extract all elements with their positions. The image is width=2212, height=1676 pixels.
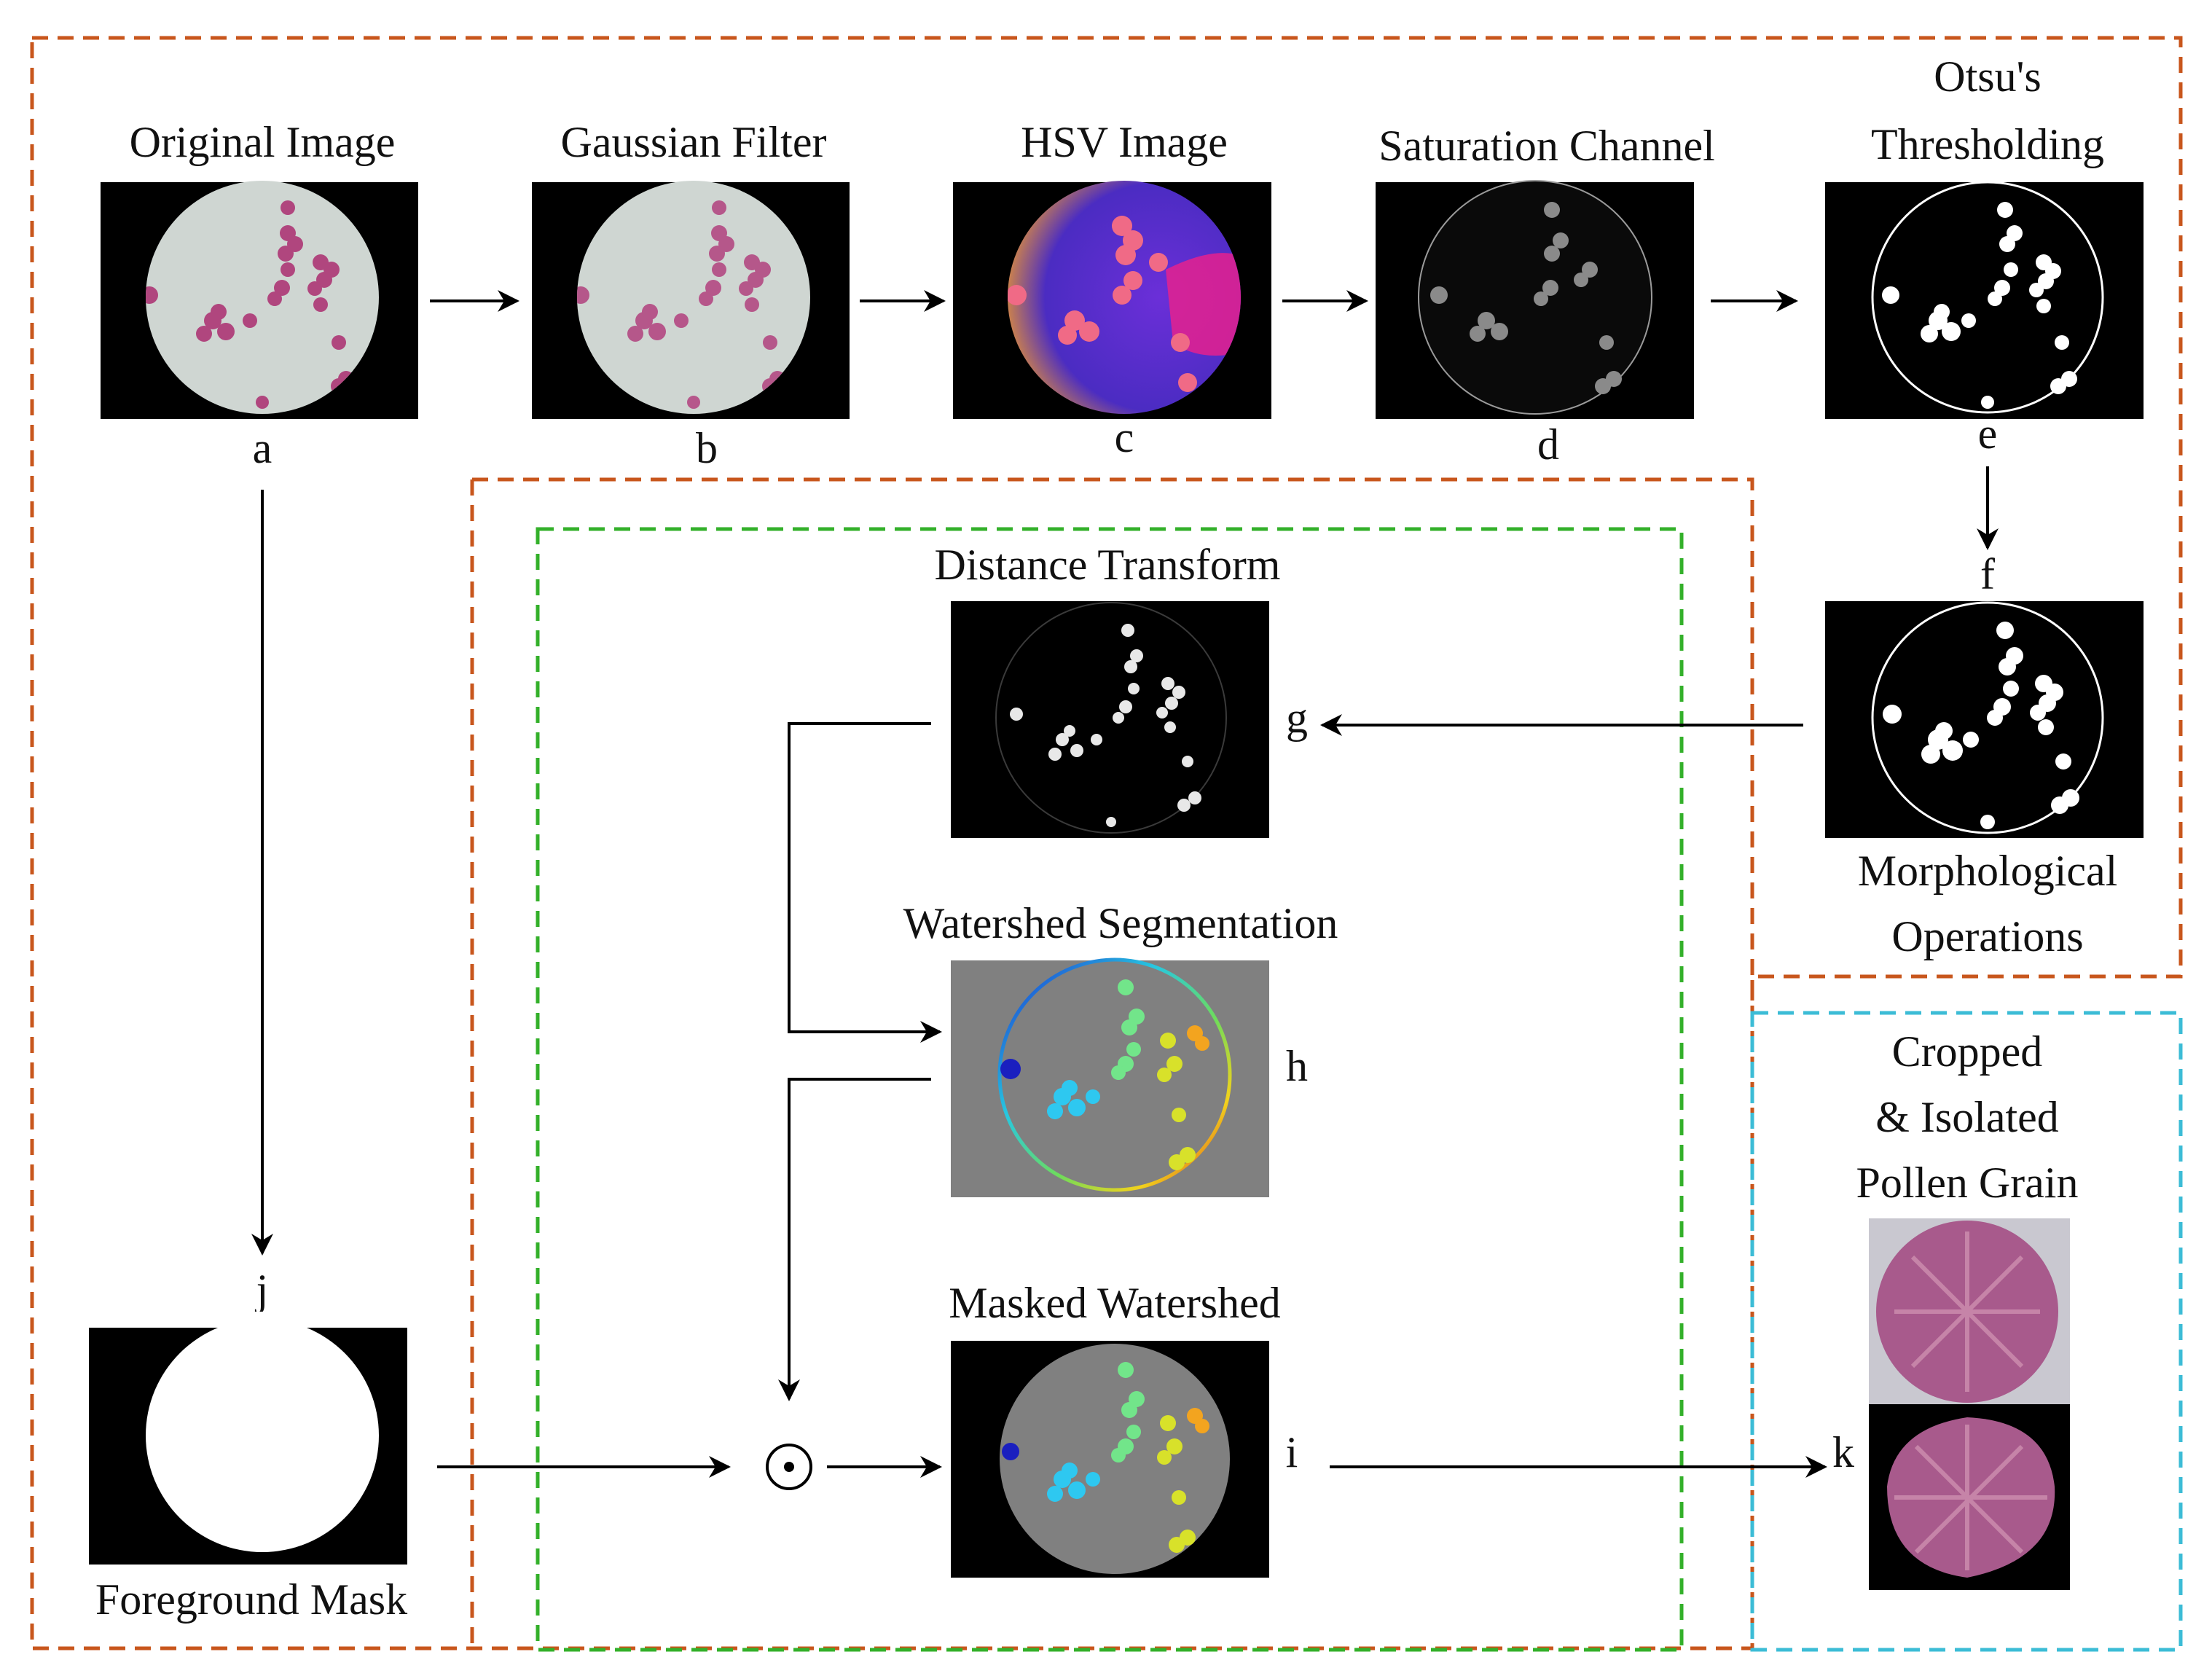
- panel-original: Original Image a: [101, 118, 418, 472]
- title-mask: Foreground Mask: [95, 1575, 407, 1624]
- panel-hsv: HSV Image c: [953, 118, 1271, 461]
- panel-saturation: Saturation Channel d: [1376, 122, 1715, 469]
- title-otsu-line2: Thresholding: [1871, 120, 2104, 168]
- panel-cropped: Cropped & Isolated Pollen Grain k: [1832, 1027, 2078, 1590]
- letter-k: k: [1832, 1428, 1854, 1476]
- letter-c: c: [1115, 413, 1134, 461]
- letter-b: b: [696, 424, 718, 472]
- title-gaussian: Gaussian Filter: [561, 118, 827, 166]
- title-watershed: Watershed Segmentation: [903, 899, 1338, 947]
- isolation-box: [1750, 1011, 2183, 1652]
- title-otsu-line1: Otsu's: [1934, 52, 2042, 101]
- panel-otsu: Otsu's Thresholding e: [1825, 52, 2144, 458]
- segmentation-box: [536, 527, 1684, 1652]
- letter-a: a: [253, 424, 272, 472]
- panel-watershed: Watershed Segmentation h: [903, 899, 1338, 1197]
- panel-gaussian: Gaussian Filter b: [532, 118, 850, 472]
- letter-d: d: [1537, 420, 1559, 469]
- letter-j: j: [255, 1266, 269, 1314]
- panel-masked: Masked Watershed i: [949, 1279, 1298, 1578]
- letter-h: h: [1286, 1042, 1308, 1090]
- panel-morphology: f Morphological Operations: [1825, 550, 2144, 960]
- connectors: [251, 290, 1999, 1478]
- title-distance: Distance Transform: [935, 541, 1281, 589]
- outer-pipeline-box: [30, 36, 2183, 1650]
- title-saturation: Saturation Channel: [1378, 122, 1715, 170]
- title-cropped-line3: Pollen Grain: [1856, 1159, 2079, 1207]
- letter-i: i: [1286, 1428, 1298, 1476]
- title-original: Original Image: [130, 118, 396, 166]
- title-morphology-line1: Morphological: [1858, 847, 2118, 895]
- letter-e: e: [1978, 410, 1998, 458]
- title-hsv: HSV Image: [1021, 118, 1228, 166]
- arrow-h-op: [778, 1078, 931, 1401]
- title-morphology-line2: Operations: [1891, 912, 2083, 960]
- title-cropped-line1: Cropped: [1892, 1027, 2043, 1076]
- title-cropped-line2: & Isolated: [1875, 1093, 2059, 1141]
- panel-distance: Distance Transform g: [935, 541, 1308, 838]
- arrow-g-h: [788, 722, 942, 1043]
- letter-f: f: [1980, 550, 1995, 598]
- elementwise-product-operator: [766, 1444, 812, 1490]
- inner-orange-box: [470, 477, 1754, 1648]
- panel-mask: j Foreground Mask: [89, 1266, 407, 1624]
- title-masked: Masked Watershed: [949, 1279, 1281, 1327]
- letter-g: g: [1286, 694, 1308, 742]
